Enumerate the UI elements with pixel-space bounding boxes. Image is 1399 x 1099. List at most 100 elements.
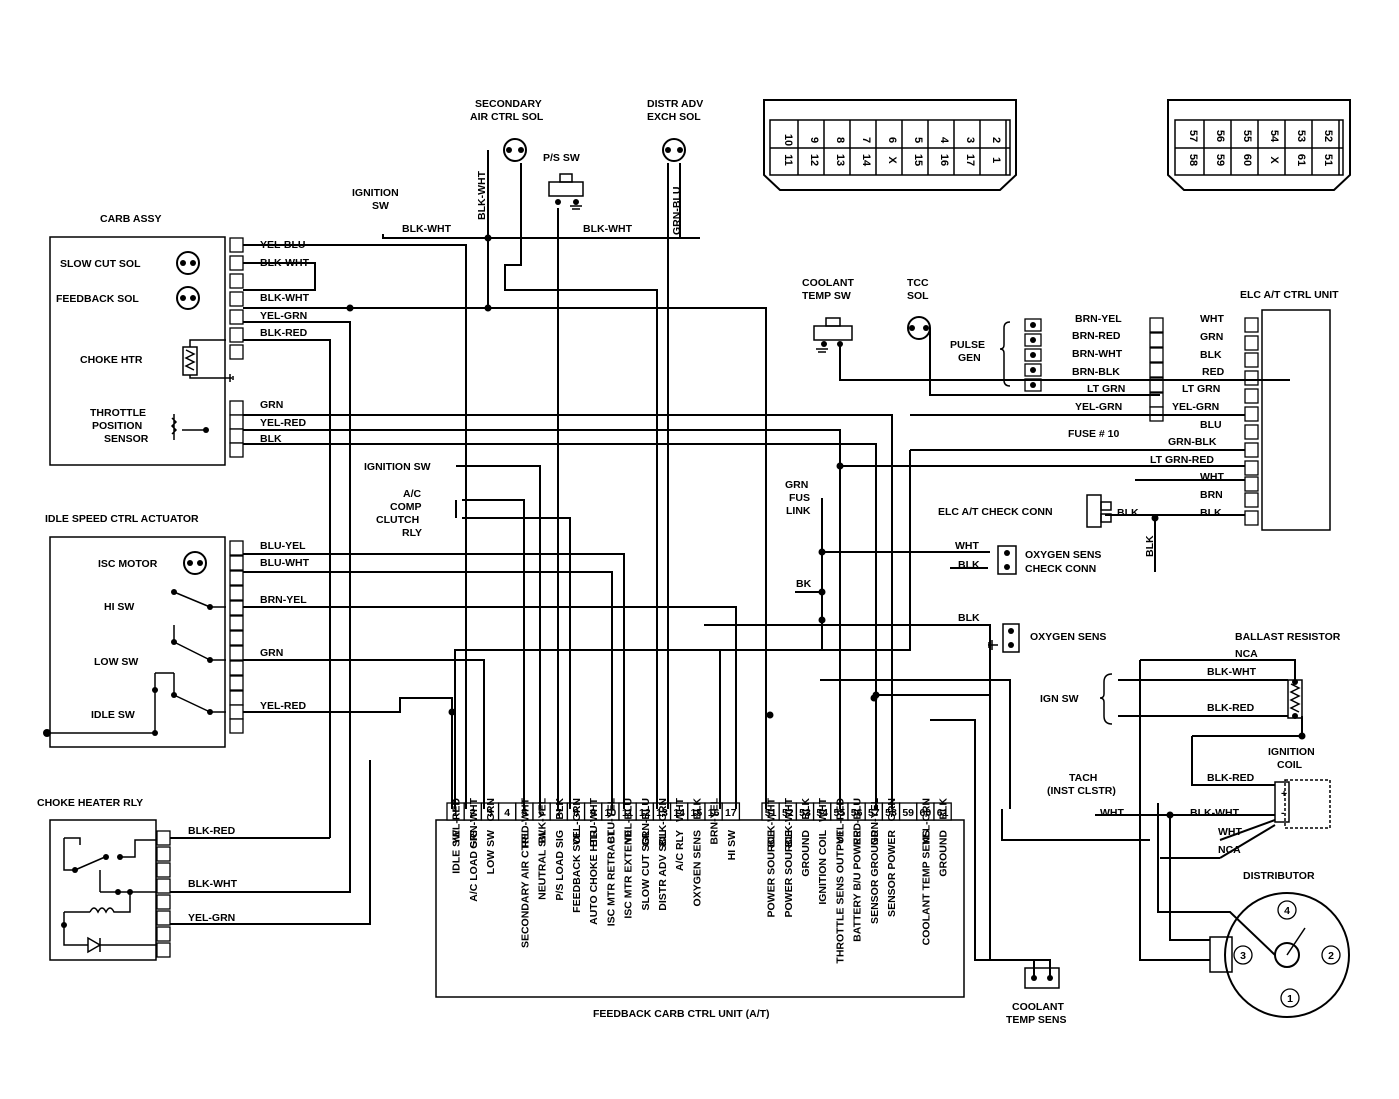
wire-label-grn: GRN [260, 399, 283, 411]
ecu-pin-wire-label: RED-BLU [852, 798, 864, 845]
connector-pin [1244, 352, 1259, 368]
connector-pin [229, 718, 244, 734]
hi-sw-label: HI SW [104, 601, 134, 613]
connector-pin [229, 291, 244, 307]
secondary-air-label-2: AIR CTRL SOL [470, 111, 544, 123]
ecu-pin-function-label: HI SW [726, 830, 738, 860]
wire-labels: YEL-BLUBLK-WHTBLK-WHTYEL-GRNBLK-REDGRNYE… [188, 170, 1258, 924]
ecu-pin-61 [933, 802, 952, 821]
connector-pin [229, 414, 244, 430]
wire-label-brn-red: BRN-RED [1072, 330, 1121, 342]
distr-adv-sol-symbol [662, 138, 686, 162]
wire-label-lt-grn: LT GRN [1087, 383, 1125, 395]
junction-dot [766, 711, 774, 719]
isc-actuator-label: IDLE SPEED CTRL ACTUATOR [45, 513, 199, 525]
conn-right-cell: X [1268, 156, 1280, 164]
connector-pin [1149, 377, 1164, 393]
junction-dot [346, 304, 354, 312]
conn-right-cell: 60 [1241, 154, 1253, 166]
connector-pin [229, 344, 244, 360]
wire-label-blk-red: BLK-RED [260, 327, 308, 339]
distributor-pin-1 [1280, 988, 1300, 1008]
connector-pin [229, 273, 244, 289]
ecu-pin-wire-label: BLU-YEL [605, 797, 617, 843]
wire-label-blu-yel: BLU-YEL [260, 540, 306, 552]
wire-label-blk-wht: BLK-WHT [402, 223, 452, 235]
ignition-coil-symbol: +- [1274, 779, 1331, 829]
conn-left-cell: 9 [808, 137, 820, 143]
wire-label-yel-red: YEL-RED [260, 417, 307, 429]
conn-left-cell: 15 [912, 154, 924, 166]
ecu-pin-wire-label: BLK [691, 798, 703, 820]
wire-label-grn: GRN [1200, 331, 1223, 343]
ecu-pin-function-label: SENSOR POWER [886, 830, 898, 917]
tcc-sol-label-1: TCC [907, 277, 929, 289]
wire-label-grn-blu: GRN-BLU [671, 187, 683, 235]
grn-fus-link-label-2: FUS [789, 492, 810, 504]
ecu-pin-number: 3 [487, 807, 493, 819]
ecu-pin-wire-label: BLK-WHT [766, 797, 778, 847]
ignition-sw-top-label-2: SW [372, 200, 389, 212]
ecu-pin-function-label: IGNITION COIL [817, 829, 829, 904]
feedback-sol-symbol [176, 286, 200, 310]
ecu-pin-wire-label: BLK-GRN [657, 798, 669, 846]
ecu-pin-wire-label: BLK [938, 798, 950, 820]
ecu-pin-number: 12 [639, 807, 651, 819]
connector-pin [1244, 335, 1259, 351]
connector-pin [156, 862, 171, 878]
junction-dot [818, 548, 826, 556]
wire-label-yel-grn: YEL-GRN [260, 310, 307, 322]
ign-sw-brace [1099, 673, 1113, 725]
ecu-pin-number: 15 [691, 807, 703, 819]
o2-check-conn-label-1: OXYGEN SENS [1025, 549, 1101, 561]
ecu-pin-number: 54 [816, 807, 828, 819]
conn-right-cell: 57 [1187, 130, 1199, 142]
connector-pin [1244, 476, 1259, 492]
distributor-pin-number: 3 [1240, 950, 1246, 962]
ignition-sw-mid-label: IGNITION SW [364, 461, 431, 473]
wire-label-blu-wht: BLU-WHT [260, 557, 310, 569]
ps-sw-symbol [548, 173, 584, 210]
pulse-gen-brace [999, 321, 1011, 387]
junction-dot [818, 588, 826, 596]
wire-label-wht: WHT [1218, 826, 1242, 838]
ecu-pin-number: 14 [673, 807, 685, 819]
wire-label-yel-grn: YEL-GRN [1172, 401, 1219, 413]
wires [170, 150, 1303, 978]
ignition-sw-top-label-1: IGNITION [352, 187, 399, 199]
wire-label-blk-red: BLK-RED [1207, 702, 1255, 714]
conn-right-cell: 56 [1214, 130, 1226, 142]
ac-rly-label-2: COMP [390, 501, 422, 513]
wire-label-brn-blk: BRN-BLK [1072, 366, 1120, 378]
connector-pin [229, 704, 244, 720]
ac-rly-label-3: CLUTCH [376, 514, 419, 526]
wire-label-nca: NCA [1218, 844, 1241, 856]
connector-pin [229, 540, 244, 556]
conn-left-cell: 4 [938, 137, 950, 144]
oxygen-sens-symbol [988, 623, 1020, 653]
ecu-pin-wire-label: GRN-YEL [869, 797, 881, 845]
connector-pin [1244, 370, 1259, 386]
wire-label-wht: WHT [955, 540, 979, 552]
ecu-pin-wire-label: WHT [817, 797, 829, 821]
coolant-temp-sw-symbol [813, 317, 853, 353]
ecu-pin-function-label: DISTR ADV SOL [657, 829, 669, 910]
ecu-pin-number: 1 [453, 807, 459, 819]
ecu-pin-wire-label: BLK [800, 798, 812, 820]
connector-pin [1149, 362, 1164, 378]
connector-pin [229, 600, 244, 616]
junction-dot [448, 708, 456, 716]
connector-pin [1244, 460, 1259, 476]
ecu-pin-number: 58 [885, 807, 897, 819]
connector-pin [156, 846, 171, 862]
connector-pin [229, 585, 244, 601]
conn-right-cell: 54 [1268, 130, 1280, 143]
ecu-pin-wire-label: RED-WHT [519, 797, 531, 847]
ecu-pin-number: 59 [902, 807, 914, 819]
ballast-resistor-label: BALLAST RESISTOR [1235, 631, 1341, 643]
idle-sw-label: IDLE SW [91, 709, 135, 721]
ecu-pin-function-label: GROUND [938, 830, 950, 877]
ecu-pin-function-label: POWER SOURCE [783, 830, 795, 918]
ecu-pin-wire-label: BLK [554, 798, 566, 820]
